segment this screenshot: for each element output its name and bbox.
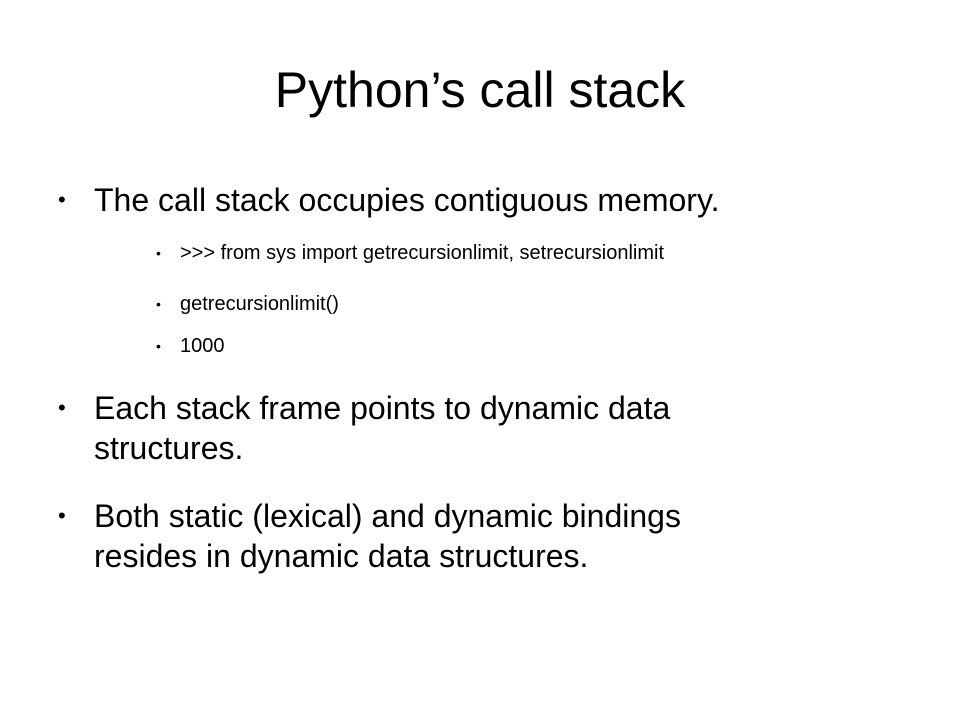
bullet-dot-icon: •: [156, 338, 161, 354]
bullet-dot-icon: •: [58, 187, 66, 212]
bullet-text: getrecursionlimit(): [180, 290, 339, 318]
bullet-line: structures.: [94, 430, 244, 466]
bullet-line: resides in dynamic data structures.: [94, 538, 589, 574]
bullet-line: 1000: [180, 335, 225, 357]
bullet-dot-icon: •: [156, 245, 161, 261]
bullet-text: Both static (lexical) and dynamic bindin…: [94, 496, 681, 576]
bullet-text: The call stack occupies contiguous memor…: [94, 180, 719, 220]
bullet-text: >>> from sys import getrecursionlimit, s…: [180, 239, 664, 267]
bullet-text: Each stack frame points to dynamic data …: [94, 388, 670, 468]
bullet-item: • Each stack frame points to dynamic dat…: [58, 388, 918, 468]
bullet-line: The call stack occupies contiguous memor…: [94, 182, 720, 218]
bullet-item: • Both static (lexical) and dynamic bind…: [58, 496, 918, 576]
sub-bullet-item: • >>> from sys import getrecursionlimit,…: [156, 239, 916, 267]
bullet-line: Each stack frame points to dynamic data: [94, 390, 671, 426]
bullet-line: Both static (lexical) and dynamic bindin…: [94, 498, 681, 534]
slide-title: Python’s call stack: [274, 62, 686, 118]
bullet-dot-icon: •: [58, 395, 66, 420]
bullet-item: • The call stack occupies contiguous mem…: [58, 180, 918, 220]
bullet-line: >>> from sys import getrecursionlimit, s…: [180, 242, 665, 264]
bullet-dot-icon: •: [58, 503, 66, 528]
bullet-dot-icon: •: [156, 296, 161, 312]
sub-bullet-item: • 1000: [156, 332, 916, 360]
bullet-text: 1000: [180, 332, 225, 360]
sub-bullet-item: • getrecursionlimit(): [156, 290, 916, 318]
bullet-line: getrecursionlimit(): [180, 293, 339, 315]
